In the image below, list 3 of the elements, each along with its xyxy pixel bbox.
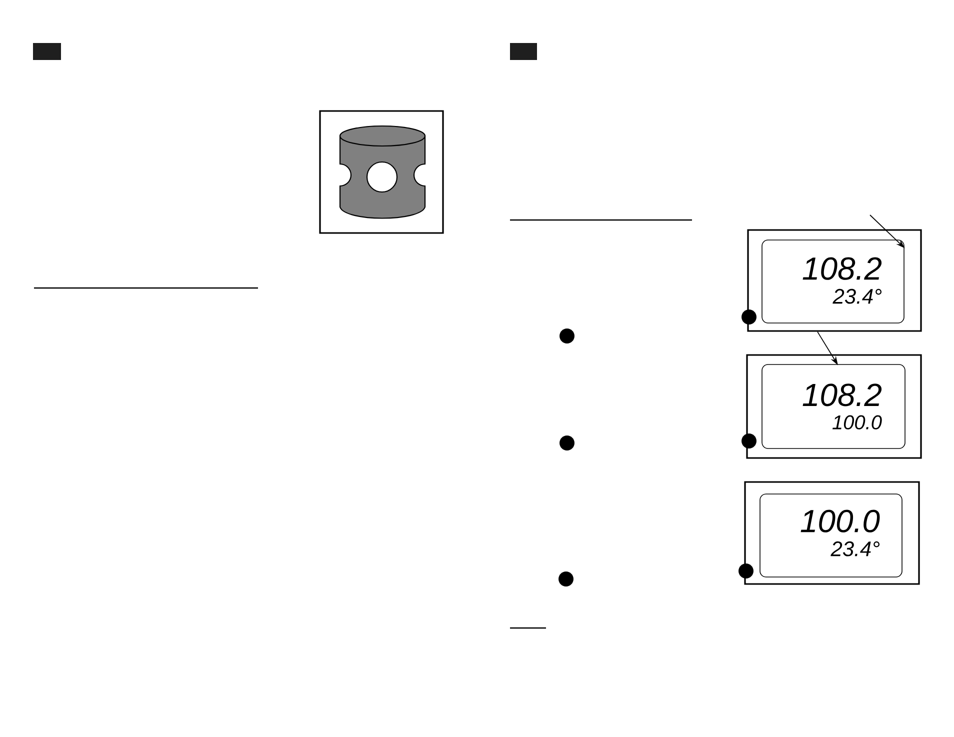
lcd-display: 108.2 23.4° (747, 229, 922, 332)
lcd-display: 100.0 23.4° (744, 481, 920, 585)
lcd-display: 108.2 100.0 (746, 354, 922, 459)
